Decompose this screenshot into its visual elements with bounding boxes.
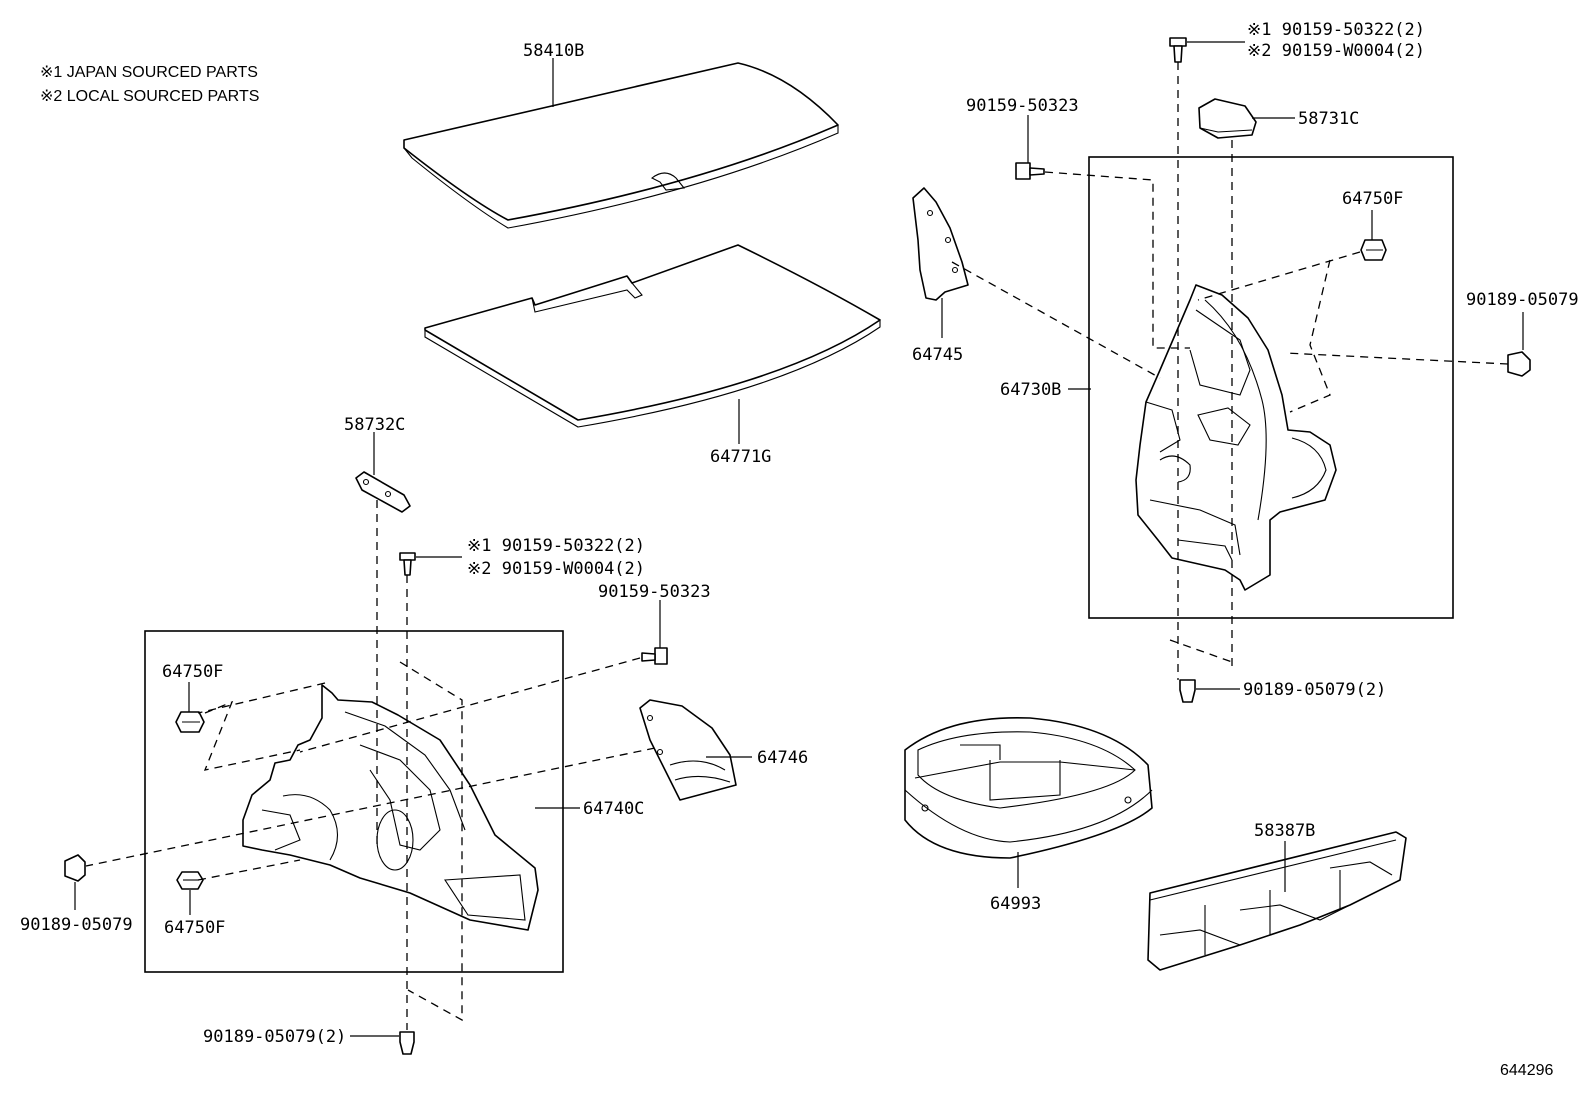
push-clip-icon-right — [1507, 351, 1531, 377]
label-58410B: 58410B — [523, 41, 584, 61]
label-right-90189-05079-2: 90189-05079(2) — [1243, 680, 1386, 700]
right-assembly-dashed-lines — [951, 62, 1509, 680]
screw-icon-right-top — [1169, 37, 1187, 63]
label-58732C: 58732C — [344, 415, 405, 435]
label-left-screw-local: ※2 90159-W0004(2) — [467, 559, 645, 579]
label-left-90189-05079-2: 90189-05079(2) — [203, 1027, 346, 1047]
part-58410B-cover — [403, 62, 839, 229]
label-64745: 64745 — [912, 345, 963, 365]
clip-icon-left-bottom — [176, 871, 204, 890]
part-58731C-cap — [1198, 98, 1257, 139]
label-right-90159-50323: 90159-50323 — [966, 96, 1079, 116]
label-left-64750F-bottom: 64750F — [164, 918, 225, 938]
label-left-64750F-top: 64750F — [162, 662, 223, 682]
label-64730B: 64730B — [1000, 380, 1061, 400]
label-right-screw-japan: ※1 90159-50322(2) — [1247, 20, 1425, 40]
part-64771G-deck-board — [424, 244, 881, 428]
clip-icon-right — [1360, 239, 1387, 261]
note-local-sourced: ※2 LOCAL SOURCED PARTS — [40, 88, 259, 105]
clip-icon-left-top — [175, 711, 205, 733]
part-58387B-sill-plate — [1147, 831, 1407, 971]
label-58731C: 58731C — [1298, 109, 1359, 129]
part-64746-cover — [639, 699, 737, 801]
part-58732C-bracket — [355, 471, 411, 513]
label-right-64750F: 64750F — [1342, 189, 1403, 209]
label-right-screw-local: ※2 90159-W0004(2) — [1247, 41, 1425, 61]
diagram-code: 644296 — [1500, 1062, 1553, 1079]
label-left-screw-japan: ※1 90159-50322(2) — [467, 536, 645, 556]
label-left-90159-50323: 90159-50323 — [598, 582, 711, 602]
push-clip-icon-left-bottom — [399, 1031, 415, 1055]
label-64771G: 64771G — [710, 447, 771, 467]
label-64993: 64993 — [990, 894, 1041, 914]
label-64740C: 64740C — [583, 799, 644, 819]
part-64745-garnish — [912, 187, 969, 301]
part-64740C-left-trim — [242, 684, 539, 931]
note-japan-sourced: ※1 JAPAN SOURCED PARTS — [40, 64, 258, 81]
label-left-90189-05079: 90189-05079 — [20, 915, 133, 935]
push-clip-icon-left — [64, 854, 86, 882]
right-assembly-frame — [1088, 156, 1454, 619]
left-assembly-frame — [144, 630, 564, 973]
screw-icon-left-90159-50323 — [641, 647, 668, 665]
screw-icon-right-90159-50323 — [1015, 162, 1045, 180]
part-64993-tray — [904, 716, 1153, 859]
label-64746: 64746 — [757, 748, 808, 768]
label-right-90189-05079: 90189-05079 — [1466, 290, 1579, 310]
left-assembly-dashed-lines — [85, 500, 656, 1030]
part-64730B-right-trim — [1135, 284, 1337, 591]
push-clip-icon-right-bottom — [1179, 679, 1196, 703]
screw-icon-left-top — [399, 552, 416, 576]
label-58387B: 58387B — [1254, 821, 1315, 841]
